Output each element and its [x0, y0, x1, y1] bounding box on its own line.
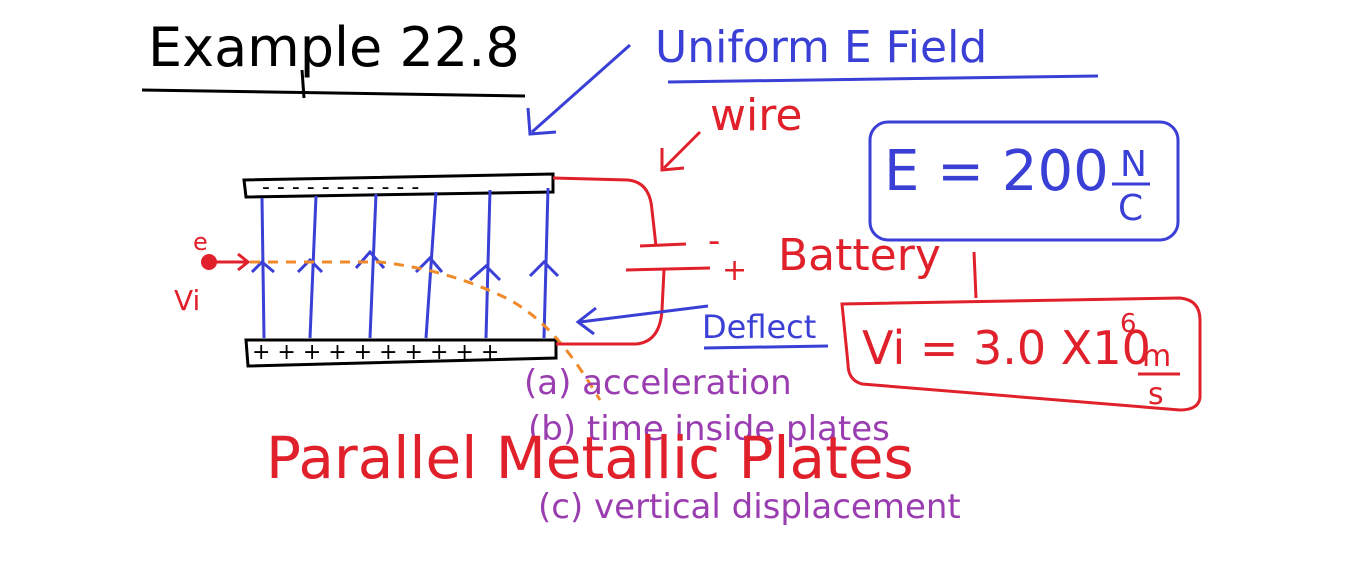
field-label-underline: [667, 74, 1099, 84]
velocity-value-exponent: 6: [1120, 309, 1137, 339]
field-value-box: [868, 120, 1180, 242]
field-line-arrows: [250, 249, 560, 282]
velocity-value-numerator: m: [1142, 339, 1171, 374]
wire-bottom: [556, 269, 666, 346]
top-plate-charges: - - - - - - - - - - -: [262, 175, 419, 200]
battery-neg: -: [708, 221, 720, 261]
field-line-arrow: [528, 259, 560, 278]
battery-pos: +: [722, 253, 747, 288]
field-arrow-line: [531, 43, 631, 134]
deflect-underline: [703, 344, 829, 350]
deflect-arrow-line: [579, 304, 709, 324]
vi-label: Vi: [174, 284, 200, 317]
wire-label: wire: [710, 90, 802, 141]
field-line-arrow: [296, 257, 324, 274]
deflect-arrow-head: [575, 306, 597, 336]
field-line: [424, 191, 438, 339]
top-plate: [242, 172, 555, 199]
field-line: [308, 195, 318, 339]
field-line: [260, 197, 266, 339]
velocity-value-denominator: s: [1148, 377, 1164, 412]
velocity-value-lhs: Vi = 3.0 X10: [862, 321, 1151, 375]
field-line-arrow: [354, 249, 386, 269]
field-line: [484, 189, 492, 339]
title-underline: [141, 88, 526, 98]
battery-plate-long: [625, 266, 711, 272]
field-label: Uniform E Field: [655, 22, 987, 73]
wire-top: [552, 176, 658, 247]
field-value-denominator: C: [1118, 188, 1143, 229]
bottom-plate: [244, 338, 558, 368]
question-b: (b) time inside plates: [528, 409, 890, 449]
deflect-label: Deflect: [702, 308, 816, 346]
field-value-lhs: E = 200: [884, 139, 1109, 204]
battery-label: Battery: [778, 230, 941, 281]
wire-arrow-head: [660, 148, 685, 172]
bottom-plate-charges: + + + + + + + + + +: [252, 340, 499, 365]
electron: [201, 254, 217, 270]
field-line-arrow: [250, 259, 275, 274]
velocity-arrow: [216, 252, 251, 272]
wire-arrow-line: [662, 130, 702, 170]
question-c: (c) vertical displacement: [538, 487, 961, 527]
field-line: [368, 193, 378, 339]
plates-label: Parallel Metallic Plates: [266, 424, 914, 492]
question-a: (a) acceleration: [524, 363, 792, 403]
field-arrow-head: [526, 107, 557, 136]
electron-trajectory: [250, 260, 602, 401]
velocity-value-box: [840, 296, 1202, 412]
battery-plate-short: [639, 242, 687, 248]
field-value-numerator: N: [1120, 144, 1147, 185]
title: Example 22.8: [148, 16, 520, 79]
electron-label: e: [193, 228, 208, 256]
battery-connector: [972, 251, 978, 299]
field-line-arrow: [469, 263, 502, 282]
title-tick: [300, 69, 306, 99]
